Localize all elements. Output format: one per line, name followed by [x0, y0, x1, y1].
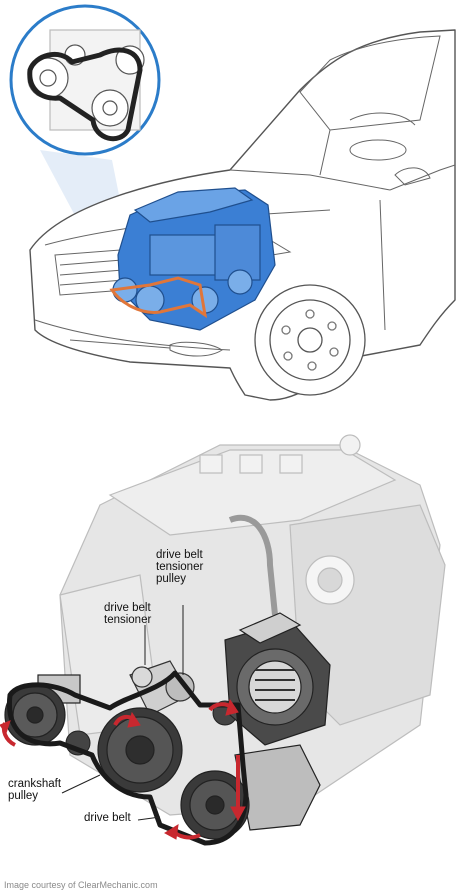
label-drive-belt-tensioner-pulley: drive belt tensioner pulley [156, 549, 204, 585]
windshield [299, 35, 441, 131]
cylinder-head [108, 449, 397, 536]
inset-belt [27, 47, 143, 142]
belt-highlight [109, 276, 208, 319]
engine-highlight [112, 187, 276, 331]
label-drive-belt-tensioner: drive belt tensioner [104, 602, 152, 626]
car-illustration [9, 4, 456, 401]
front-wheel [254, 284, 366, 396]
crankshaft-pulley [97, 707, 183, 793]
fog-light [169, 341, 223, 357]
rotation-arrows [0, 698, 246, 840]
tensioner-pulley [165, 672, 195, 702]
label-drive-belt: drive belt [84, 812, 131, 824]
alternator [224, 612, 331, 746]
inset-circle [9, 4, 161, 156]
leader-drive-belt [137, 816, 161, 821]
hose [228, 514, 278, 616]
drive-belt [7, 670, 249, 846]
label-crankshaft-pulley: crankshaft pulley [8, 778, 62, 802]
leader-crankshaft-pulley [61, 774, 101, 794]
engine-detail-illustration [0, 434, 446, 846]
image-credit: Image courtesy of ClearMechanic.com [4, 880, 158, 890]
